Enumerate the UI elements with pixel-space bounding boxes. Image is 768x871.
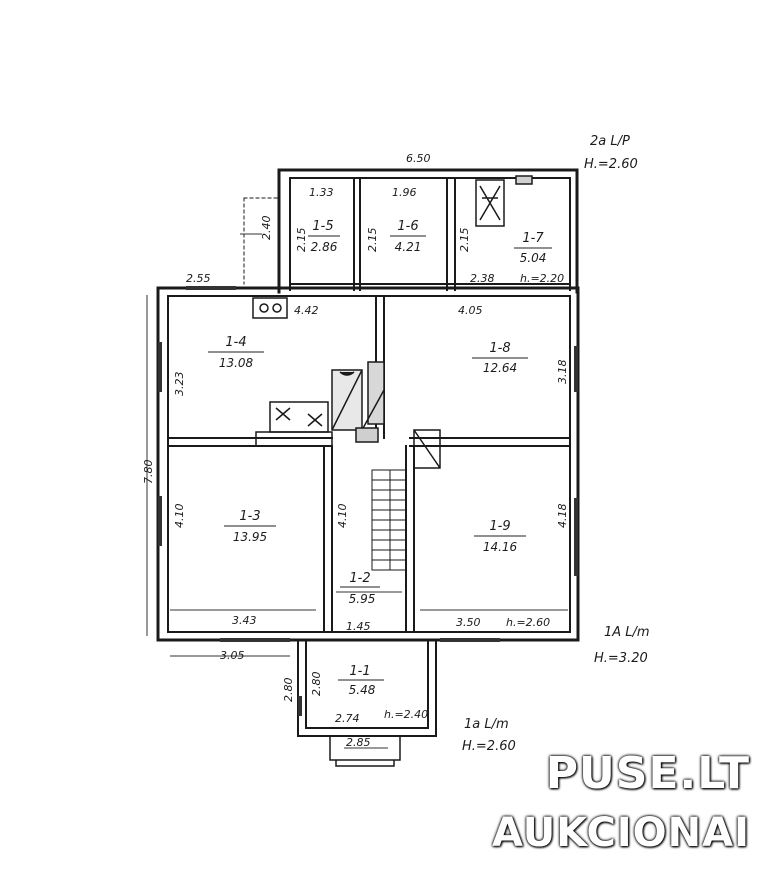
annex-partition-2 — [446, 177, 456, 291]
room-area: 13.95 — [233, 530, 267, 544]
dim-r14-width: 4.42 — [294, 304, 319, 317]
dim-r17-ceiling: h.=2.20 — [520, 272, 564, 285]
room-area: 5.95 — [349, 592, 376, 606]
room-1-2: 1-2 5.95 — [340, 571, 380, 606]
room-id: 1-7 — [522, 231, 544, 246]
room-area: 2.86 — [311, 240, 338, 254]
window-marks — [158, 286, 578, 716]
dim-r19-ceiling: h.=2.60 — [506, 616, 550, 629]
dim-r19-width: 3.50 — [456, 616, 481, 629]
chimney-diagonal — [331, 369, 385, 431]
dim-side-extension: 2.40 — [260, 216, 273, 241]
dim-r13-height: 4.10 — [173, 504, 186, 529]
room-area: 5.04 — [520, 251, 547, 265]
annex-partition-1 — [353, 177, 361, 291]
dim-r17-width: 2.38 — [470, 272, 495, 285]
staircase — [371, 469, 407, 571]
room-area: 12.64 — [483, 361, 517, 375]
annex-outer-wall — [277, 168, 579, 294]
dim-r15-height: 2.15 — [295, 228, 308, 253]
annex-inner-wall — [289, 177, 571, 291]
dim-r14-height: 3.23 — [173, 372, 186, 397]
upper-floor-code: 2a L/P — [590, 134, 630, 149]
room-labels: 1-5 2.86 1-6 4.21 1-7 5.04 1-4 13.08 1-8… — [208, 219, 552, 697]
chimney-flue — [367, 361, 385, 425]
room-area: 4.21 — [395, 240, 422, 254]
dim-r16-width: 1.96 — [392, 186, 417, 199]
dim-steps-width: 2.85 — [346, 736, 371, 749]
hatch-icon — [275, 407, 323, 427]
dim-r18-height: 3.18 — [556, 360, 569, 385]
chimney-cap-icon — [339, 371, 355, 376]
dim-top-overall: 6.50 — [406, 152, 431, 165]
dim-porch-height: 2.80 — [282, 678, 295, 703]
room-1-1: 1-1 5.48 — [338, 664, 384, 697]
room-id: 1-3 — [239, 509, 260, 524]
room-id: 1-4 — [225, 335, 246, 350]
dim-r12-height: 4.10 — [336, 504, 349, 529]
ground-floor-height: H.=3.20 — [594, 651, 648, 666]
diagonal-stair-landing — [255, 431, 333, 447]
room-1-3: 1-3 13.95 — [224, 509, 276, 544]
room-1-9: 1-9 14.16 — [474, 519, 526, 554]
room-id: 1-9 — [489, 519, 510, 534]
dim-porch-ceiling: h.=2.40 — [384, 708, 428, 721]
dimension-lines — [146, 233, 568, 749]
corridor-right-wall — [405, 445, 415, 633]
room-area: 13.08 — [219, 356, 254, 370]
dim-bottom-left: 3.05 — [220, 649, 245, 662]
r17-hatch-icon — [479, 185, 501, 221]
dim-r19-height: 4.18 — [556, 504, 569, 529]
porch-steps — [329, 735, 401, 767]
room-1-4: 1-4 13.08 — [208, 335, 264, 370]
r17-small-box — [515, 175, 533, 185]
porch-walls — [297, 639, 437, 737]
dim-left-offset: 2.55 — [186, 272, 211, 285]
floor-notes: 2a L/P H.=2.60 1A L/m H.=3.20 1a L/m H.=… — [462, 134, 650, 754]
room-id: 1-1 — [349, 664, 370, 679]
side-extension-dashed — [243, 197, 280, 285]
corridor-left-wall — [323, 445, 333, 633]
room-1-5: 1-5 2.86 — [308, 219, 340, 254]
dim-porch-height-inner: 2.80 — [310, 672, 323, 697]
room-1-6: 1-6 4.21 — [390, 219, 426, 254]
watermark-puse: PUSE.LT — [545, 748, 750, 799]
mid-partition-right — [409, 437, 571, 447]
r17-fixture — [475, 179, 505, 227]
room-id: 1-6 — [397, 219, 418, 234]
dim-r12-width: 1.45 — [346, 620, 371, 633]
dim-porch-width: 2.74 — [335, 712, 360, 725]
dim-r18-width: 4.05 — [458, 304, 483, 317]
dim-r15-width: 1.33 — [309, 186, 334, 199]
right-stove — [413, 429, 441, 469]
dim-r13-width: 3.43 — [232, 614, 257, 627]
dim-left-overall: 7.80 — [142, 460, 155, 485]
porch-floor-code: 1a L/m — [464, 717, 509, 732]
ground-floor-code: 1A L/m — [604, 625, 650, 640]
watermark-aukcionai: AUKCIONAI — [492, 810, 750, 856]
dim-r16-height-right: 2.15 — [458, 228, 471, 253]
dim-r16-height: 2.15 — [366, 228, 379, 253]
room-1-7: 1-7 5.04 — [514, 231, 552, 265]
stove — [252, 297, 288, 319]
room-area: 14.16 — [483, 540, 518, 554]
room-1-8: 1-8 12.64 — [472, 341, 528, 375]
small-box — [355, 427, 379, 443]
porch-floor-height: H.=2.60 — [462, 739, 516, 754]
main-inner-wall — [167, 295, 571, 633]
stove-burner-icon — [272, 303, 282, 313]
dimension-labels: 6.50 1.33 1.96 2.40 2.15 2.15 2.15 2.38 … — [142, 152, 569, 749]
room-id: 1-2 — [349, 571, 370, 586]
upper-floor-height: H.=2.60 — [584, 157, 638, 172]
stove-burner-icon — [259, 303, 269, 313]
room-id: 1-5 — [312, 219, 333, 234]
mid-partition-left — [167, 437, 333, 447]
room-area: 5.48 — [349, 683, 376, 697]
fixtures — [158, 175, 578, 716]
room-id: 1-8 — [489, 341, 510, 356]
